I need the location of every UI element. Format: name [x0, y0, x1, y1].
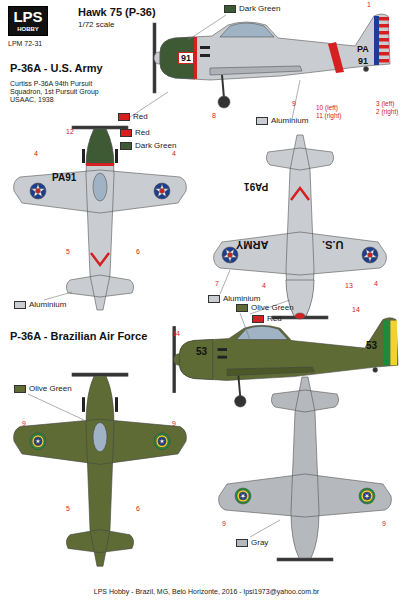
color-callout: Olive Green	[236, 303, 294, 313]
callout-number: 4	[374, 280, 378, 288]
callout-number: 9	[172, 420, 176, 428]
color-swatch	[256, 117, 268, 125]
callout-number: 9	[382, 520, 386, 528]
color-swatch	[252, 315, 264, 323]
color-callout: Olive Green	[14, 384, 72, 394]
us-side-view	[153, 14, 390, 108]
marking-text: 91	[358, 56, 368, 66]
color-swatch	[236, 304, 248, 312]
color-callout: Red	[118, 112, 148, 122]
color-name: Red	[133, 112, 148, 121]
color-swatch	[14, 301, 26, 309]
callout-number: 12	[66, 128, 74, 136]
color-swatch	[208, 295, 220, 303]
color-name: Olive Green	[29, 384, 72, 393]
color-name: Dark Green	[135, 141, 176, 150]
callout-number: 14	[352, 306, 360, 314]
callout-number: 4	[262, 282, 266, 290]
color-callout: Aluminium	[256, 116, 308, 126]
marking-text: ARMY	[236, 238, 268, 251]
color-swatch	[118, 113, 130, 121]
callout-number: 4	[34, 150, 38, 158]
color-name: Olive Green	[251, 303, 294, 312]
marking-text: 91	[178, 52, 194, 64]
color-callout: Gray	[236, 538, 268, 548]
color-callout: Aluminium	[14, 300, 66, 310]
br-bottom-view	[219, 377, 392, 561]
callout-number: 6	[136, 505, 140, 513]
callout-number: 8	[212, 112, 216, 120]
color-callout: Dark Green	[224, 4, 280, 14]
color-swatch	[120, 129, 132, 137]
callout-number: 9	[292, 100, 296, 108]
footer-text: LPS Hobby - Brazil, MG, Belo Horizonte, …	[0, 588, 413, 596]
callout-number: 4	[172, 150, 176, 158]
color-swatch	[224, 5, 236, 13]
callout-number: 13	[345, 282, 353, 290]
code-text: LPM 72-31	[8, 40, 42, 48]
color-callout: Dark Green	[120, 141, 176, 151]
callout-number: 14	[172, 330, 180, 338]
callout-number: 10 (left)	[316, 104, 338, 111]
us-bottom-view	[214, 135, 387, 319]
marking-text: PA	[357, 44, 369, 54]
color-swatch	[236, 539, 248, 547]
us-top-view	[14, 126, 187, 310]
marking-text: 53	[196, 346, 207, 358]
marking-text: PA91	[244, 180, 268, 192]
color-name: Aluminium	[29, 300, 66, 309]
logo-text: LPS	[13, 9, 43, 26]
section-heading: P-36A - Brazilian Air Force	[10, 330, 147, 343]
color-callout: Red	[252, 314, 282, 324]
color-name: Red	[135, 128, 150, 137]
callout-number: 9	[22, 420, 26, 428]
callout-number: 5	[66, 248, 70, 256]
callout-number: 9	[222, 520, 226, 528]
color-name: Gray	[251, 538, 268, 547]
logo-box: LPSHOBBY	[8, 6, 48, 36]
callout-number: 7	[215, 280, 219, 288]
color-name: Aluminium	[271, 116, 308, 125]
callout-number: 11 (right)	[316, 112, 342, 119]
color-callout: Aluminium	[208, 294, 260, 304]
color-name: Dark Green	[239, 4, 280, 13]
color-swatch	[14, 385, 26, 393]
title-text: Hawk 75 (P-36)	[78, 6, 156, 19]
color-name: Red	[267, 314, 282, 323]
section-heading: P-36A - U.S. Army	[10, 62, 103, 75]
color-callout: Red	[120, 128, 150, 138]
marking-text: PA91	[52, 172, 76, 184]
callout-number: 5	[66, 505, 70, 513]
callout-number: 1	[367, 1, 371, 9]
caption-text: Curtiss P-36A 94th Pursuit Squadron, 1st…	[10, 80, 115, 104]
color-name: Aluminium	[223, 294, 260, 303]
callout-number: 3 (left)	[376, 100, 394, 107]
marking-text: U.S.	[322, 238, 343, 251]
scale-text: 1/72 scale	[78, 20, 114, 29]
callout-number: 2 (right)	[376, 108, 398, 115]
logo-subtext: HOBBY	[13, 26, 43, 33]
callout-number: 6	[136, 248, 140, 256]
br-top-view	[14, 373, 187, 566]
color-swatch	[120, 142, 132, 150]
marking-text: 53	[366, 340, 377, 352]
